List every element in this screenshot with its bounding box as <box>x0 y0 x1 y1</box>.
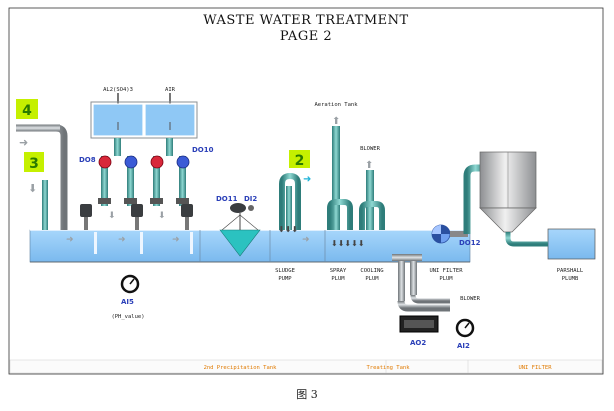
page-title-line2: PAGE 2 <box>280 29 332 44</box>
tag-ai5: AI5 <box>121 298 134 306</box>
tag-do10: DO10 <box>192 146 214 154</box>
stage-strip <box>9 359 603 374</box>
tag-di2: DI2 <box>244 195 257 203</box>
marker-4-label: 4 <box>22 103 32 119</box>
uni-filter-label-2: PLUM <box>439 276 453 282</box>
cooling-plum-label-1: COOLING <box>360 268 383 274</box>
tag-do12: DO12 <box>459 239 481 247</box>
dosing-line-1 <box>98 138 137 206</box>
spray-plum-label-2: PLUM <box>331 276 345 282</box>
uni-filter-pump[interactable] <box>431 224 451 244</box>
tag-ai2: AI2 <box>457 342 470 350</box>
dosing-tank-1 <box>92 103 144 137</box>
mixer-1[interactable] <box>80 204 92 230</box>
hopper-outlet-pipe <box>505 232 548 247</box>
cooling-plum[interactable] <box>359 201 385 230</box>
tag-do11: DO11 <box>216 195 238 203</box>
parshall-label-1: PARSHALL <box>557 268 584 274</box>
aeration-tank-label: Aeration Tank <box>314 102 358 108</box>
valve-do8-blue[interactable] <box>124 155 138 169</box>
marker-4 <box>16 99 38 119</box>
figure-caption: 图 3 <box>296 388 318 401</box>
parshall-basin <box>547 228 596 260</box>
gauge-ai5[interactable] <box>120 274 140 294</box>
cyan-arrow-icon: ➜ <box>303 174 311 185</box>
stage-2nd-precipitation: 2nd Precipitation Tank <box>204 365 278 371</box>
settler-motor[interactable] <box>230 203 246 213</box>
marker-2 <box>289 150 310 168</box>
under-basin-pipe <box>392 254 450 312</box>
dosing-tank-2-label: AIR <box>165 87 176 93</box>
marker-3-label: 3 <box>29 156 39 172</box>
flow-arrow-icon: ➜ <box>172 235 180 245</box>
marker-3 <box>24 152 44 172</box>
tag-ao2: AO2 <box>410 339 426 347</box>
valve-do10-red[interactable] <box>150 155 164 169</box>
valve-do8-red[interactable] <box>98 155 112 169</box>
flow-arrow-icon: ➜ <box>66 235 74 245</box>
gauge-ai2[interactable] <box>455 318 475 338</box>
dosing-tank-2 <box>144 103 196 137</box>
blower-top-label: BLOWER <box>360 146 381 152</box>
dosing-tank-1-label: AL2(SO4)3 <box>103 87 133 93</box>
mixer-2[interactable] <box>131 204 143 230</box>
marker-2-label: 2 <box>295 153 305 169</box>
cooling-plum-label-2: PLUM <box>365 276 379 282</box>
parshall-label-2: PLUMB <box>562 276 579 282</box>
flow-arrow-icon: ⬇ <box>158 211 166 221</box>
uni-feed-pipe <box>463 164 484 234</box>
sludge-pump[interactable] <box>279 172 301 230</box>
flow-arrow-icon: ➜ <box>302 235 310 245</box>
arrow-icon-plums: ⬇⬇⬇⬇⬇ <box>331 239 365 248</box>
spray-plum[interactable] <box>327 199 353 230</box>
arrow-icon-4: ➜ <box>19 136 28 149</box>
mixer-3[interactable] <box>181 204 193 230</box>
down-arrow-icon-3: ⬇ <box>28 182 37 195</box>
ph-value-label: (PH_value) <box>111 314 144 320</box>
sludge-pump-label-1: SLUDGE <box>275 268 295 274</box>
uni-filter-label-1: UNI FILTER <box>429 268 463 274</box>
valve-do10-blue[interactable] <box>176 155 190 169</box>
sludge-pump-label-2: PUMP <box>278 276 292 282</box>
flow-arrow-icon: ➜ <box>118 235 126 245</box>
settler-gear-icon <box>248 205 254 211</box>
flow-arrow-icon: ⬇ <box>108 211 116 221</box>
spray-plum-label-1: SPRAY <box>330 268 347 274</box>
up-arrow-icon-aeration: ⬆ <box>332 116 340 127</box>
blower-bottom-label: BLOWER <box>460 296 481 302</box>
uni-filter-hopper <box>479 151 537 233</box>
stage-uni-filter: UNI FILTER <box>518 365 552 371</box>
stage-treating-tank: Treating Tank <box>366 365 410 371</box>
up-arrow-icon-blower: ⬆ <box>365 160 373 171</box>
page-title-line1: WASTE WATER TREATMENT <box>203 13 408 28</box>
tag-do8: DO8 <box>79 156 96 164</box>
arrow-icon-sludge: ⬇⬇⬇ <box>278 225 298 234</box>
dosing-line-2 <box>150 138 189 206</box>
